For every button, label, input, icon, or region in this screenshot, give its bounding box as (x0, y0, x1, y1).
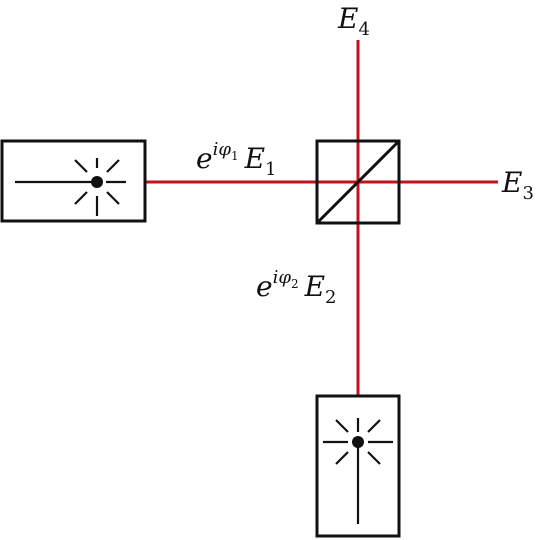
laser-bottom-housing (315, 394, 401, 538)
label-e1-field-sub: 1 (265, 159, 276, 180)
beam-splitter-icon (315, 139, 401, 225)
laser-bottom-dot (352, 436, 364, 448)
label-e3: E3 (501, 166, 534, 204)
label-e1-phase-exp-sub: 1 (231, 149, 239, 163)
label-e4-base: E (337, 2, 358, 35)
beam-splitter-diagonal (315, 139, 401, 225)
laser-left-starburst (74, 158, 126, 216)
label-e1-phase-exp: iφ (213, 139, 232, 160)
label-e4-sub: 4 (358, 19, 369, 40)
label-e2-phase-exp: iφ (273, 267, 292, 288)
laser-left-housing (0, 139, 147, 223)
label-e2-field-base: E (304, 270, 325, 303)
beam-splitter-body (315, 139, 401, 225)
label-e2-field-sub: 2 (325, 287, 336, 308)
label-e1-phase-base: e (196, 142, 213, 175)
laser-source-left-icon (0, 139, 147, 223)
label-e2-phase-base: e (256, 270, 273, 303)
label-e4: E4 (337, 2, 370, 40)
laser-source-bottom-icon (315, 394, 401, 538)
label-e3-base: E (501, 166, 522, 199)
label-e2-phase-exp-sub: 2 (291, 277, 299, 291)
laser-bottom-starburst (323, 418, 393, 465)
laser-left-dot (91, 176, 103, 188)
label-e1-field-base: E (244, 142, 265, 175)
label-e3-sub: 3 (522, 183, 533, 204)
